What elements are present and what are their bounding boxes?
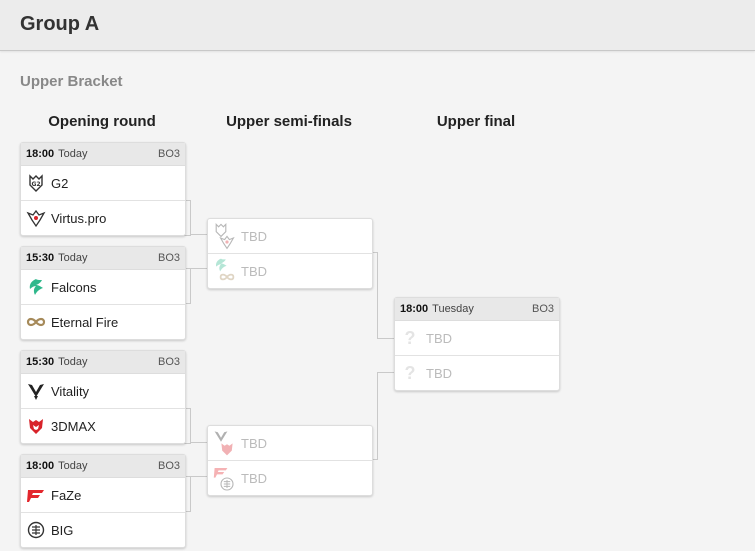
team-name: TBD bbox=[241, 228, 267, 244]
round-title-semifinals: Upper semi-finals bbox=[226, 113, 352, 130]
big-logo-icon bbox=[26, 520, 46, 540]
3dmax-logo-icon bbox=[26, 416, 46, 436]
team-row[interactable]: 3DMAX bbox=[21, 408, 185, 443]
round-title-opening: Opening round bbox=[48, 113, 156, 130]
match-day: Tuesday bbox=[432, 303, 474, 315]
connector-line bbox=[377, 338, 394, 339]
faze-big-logos-icon bbox=[213, 464, 235, 492]
match-day: Today bbox=[58, 148, 88, 160]
connector-line bbox=[184, 476, 191, 512]
falcons-logo-icon bbox=[26, 277, 46, 297]
team-row[interactable]: Falcons bbox=[21, 270, 185, 304]
match-format: BO3 bbox=[157, 460, 180, 472]
team-row[interactable]: TBD bbox=[208, 460, 372, 495]
team-name: TBD bbox=[241, 435, 267, 451]
group-header: Group A bbox=[0, 0, 755, 51]
team-row[interactable]: G2 G2 bbox=[21, 166, 185, 200]
team-row[interactable]: TBD bbox=[208, 253, 372, 288]
match-format: BO3 bbox=[531, 303, 554, 315]
connector-line bbox=[184, 268, 191, 304]
team-name: Vitality bbox=[51, 383, 90, 399]
connector-line bbox=[184, 408, 191, 444]
match-format: BO3 bbox=[157, 148, 180, 160]
group-title: Group A bbox=[20, 13, 100, 35]
team-name: 3DMAX bbox=[51, 418, 96, 434]
match-time: 18:00 bbox=[26, 148, 55, 160]
connector-line bbox=[190, 476, 207, 477]
team-name: Eternal Fire bbox=[51, 314, 119, 330]
connector-line bbox=[377, 372, 394, 373]
vitality-logo-icon bbox=[26, 381, 46, 401]
team-name: TBD bbox=[426, 365, 452, 381]
g2-logo-icon: G2 bbox=[26, 173, 46, 193]
team-row[interactable]: Virtus.pro bbox=[21, 200, 185, 235]
match-format: BO3 bbox=[157, 356, 180, 368]
svg-text:G2: G2 bbox=[31, 181, 40, 188]
connector-line bbox=[190, 268, 207, 269]
virtuspro-logo-icon bbox=[26, 208, 46, 228]
team-row[interactable]: TBD bbox=[208, 219, 372, 253]
team-name: Virtus.pro bbox=[51, 210, 107, 226]
team-row[interactable]: ? TBD bbox=[395, 321, 559, 355]
match-time: 15:30 bbox=[26, 356, 55, 368]
team-name: Falcons bbox=[51, 279, 97, 295]
team-name: FaZe bbox=[51, 487, 82, 503]
team-name: TBD bbox=[241, 263, 267, 279]
team-row[interactable]: ? TBD bbox=[395, 355, 559, 390]
connector-line bbox=[371, 252, 378, 339]
team-row[interactable]: TBD bbox=[208, 426, 372, 460]
team-row[interactable]: Eternal Fire bbox=[21, 304, 185, 339]
eternal-fire-logo-icon bbox=[26, 312, 46, 332]
match-semifinal-1[interactable]: TBD TBD bbox=[207, 218, 373, 289]
match-semifinal-2[interactable]: TBD TBD bbox=[207, 425, 373, 496]
faze-logo-icon bbox=[26, 485, 46, 505]
team-name: TBD bbox=[241, 470, 267, 486]
match-time: 15:30 bbox=[26, 252, 55, 264]
match-time: 18:00 bbox=[26, 460, 55, 472]
connector-line bbox=[184, 200, 191, 236]
team-row[interactable]: BIG bbox=[21, 512, 185, 547]
vitality-3dmax-logos-icon bbox=[213, 429, 235, 457]
g2-virtuspro-logos-icon bbox=[213, 222, 235, 250]
team-name: BIG bbox=[51, 522, 74, 538]
match-day: Today bbox=[58, 252, 88, 264]
team-name: TBD bbox=[426, 330, 452, 346]
team-row[interactable]: Vitality bbox=[21, 374, 185, 408]
match-day: Today bbox=[58, 460, 88, 472]
connector-line bbox=[190, 442, 207, 443]
question-mark-icon: ? bbox=[404, 327, 416, 348]
section-title: Upper Bracket bbox=[20, 73, 123, 90]
match-day: Today bbox=[58, 356, 88, 368]
question-mark-icon: ? bbox=[404, 362, 416, 383]
falcons-eternal-fire-logos-icon bbox=[213, 257, 235, 285]
match-format: BO3 bbox=[157, 252, 180, 264]
team-name: G2 bbox=[51, 175, 69, 191]
connector-line bbox=[190, 234, 207, 235]
round-title-final: Upper final bbox=[436, 113, 516, 130]
connector-line bbox=[371, 372, 378, 460]
team-row[interactable]: FaZe bbox=[21, 478, 185, 512]
match-time: 18:00 bbox=[400, 303, 429, 315]
